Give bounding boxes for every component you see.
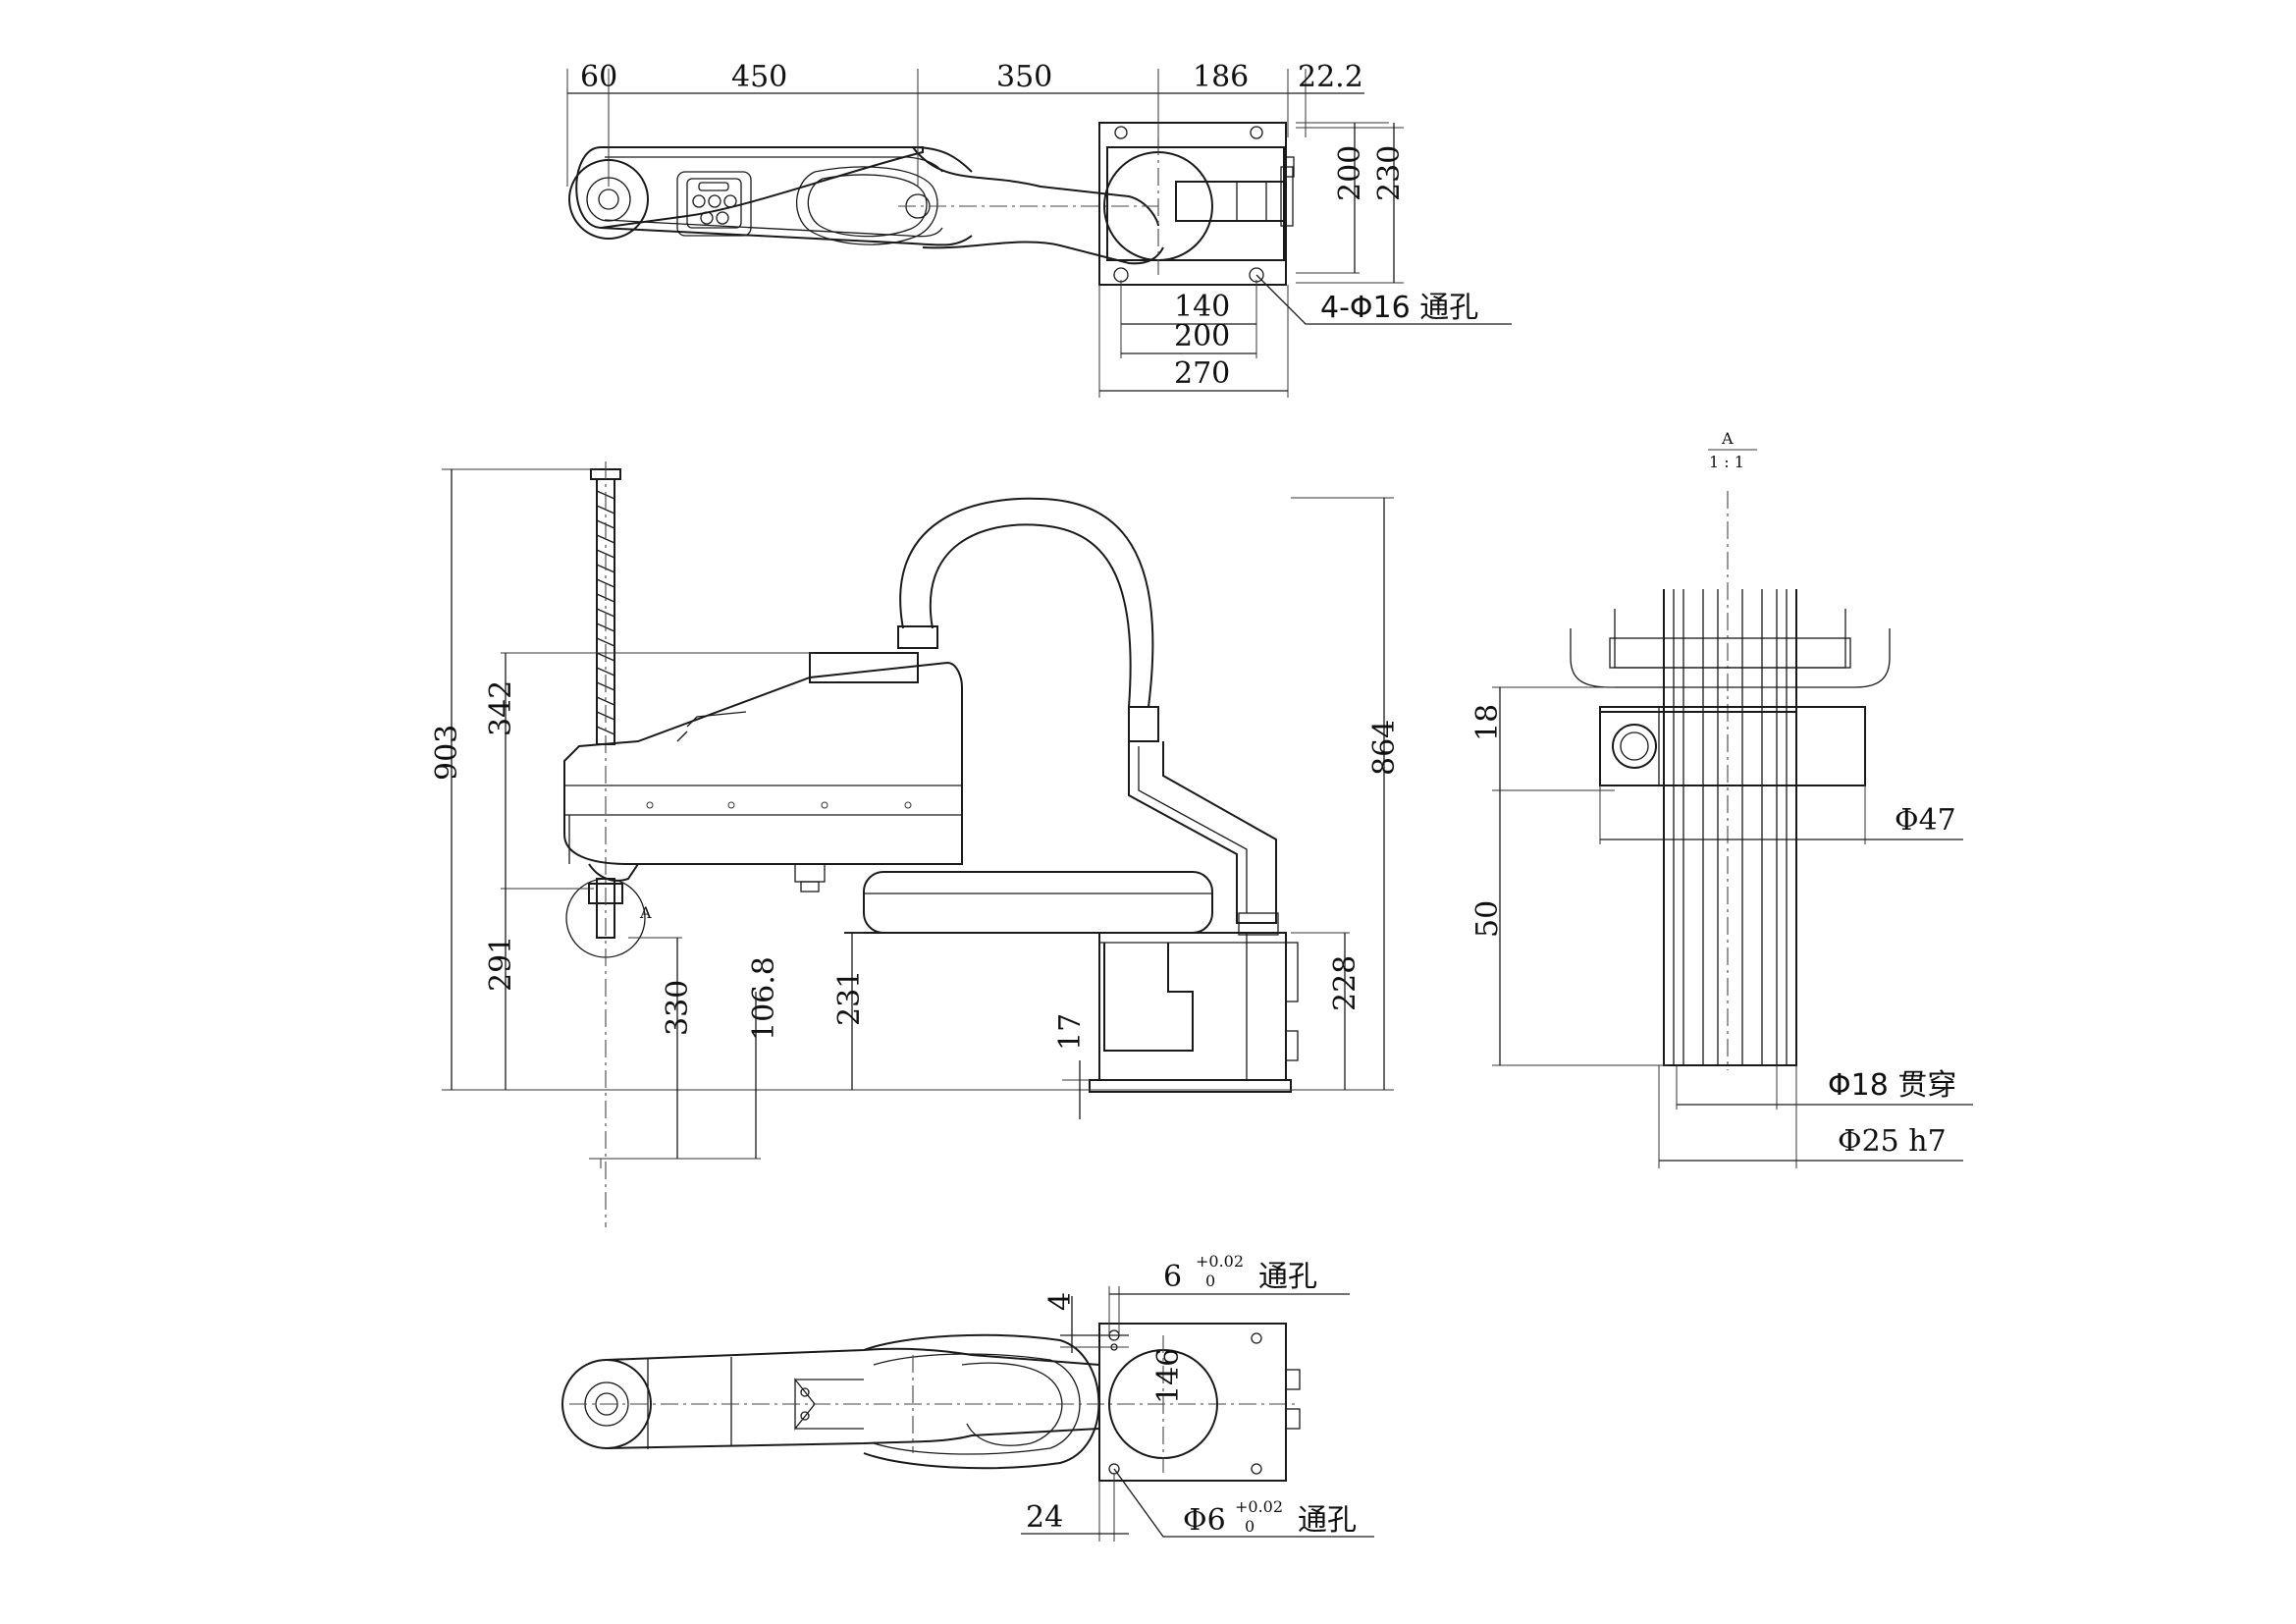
- dim-140: 140: [1174, 290, 1230, 324]
- bottom-arm-outline: [561, 1333, 1296, 1470]
- top-view-dims: [566, 69, 1512, 398]
- dim-228: 228: [1328, 955, 1362, 1011]
- dim-186: 186: [1193, 60, 1249, 94]
- dim-17: 17: [1053, 1013, 1088, 1051]
- side-view: 903 342 291 330 106.8 231 17 228 864 A: [430, 461, 1402, 1227]
- bottom-base: [1098, 1323, 1301, 1482]
- lower-arm: [844, 871, 1256, 934]
- dim-230-right: 230: [1372, 145, 1407, 201]
- dim-22-2: 22.2: [1298, 60, 1363, 94]
- bottom-view: 6 +0.02 0 通孔 4 146 24 Φ6 +0.02 0 通孔: [561, 1252, 1374, 1542]
- dim-60: 60: [580, 60, 617, 94]
- detail-marker-a: A: [639, 903, 652, 922]
- dia-47: Φ47: [1895, 803, 1956, 838]
- top-view-arm-outline: [568, 146, 1164, 265]
- hole-note-top: 4-Φ16 通孔: [1320, 291, 1478, 325]
- detail-geometry: [1570, 589, 1891, 1066]
- dim-4: 4: [1043, 1292, 1078, 1311]
- top-view: 60 450 350 186 22.2 200 230 140 200 270 …: [566, 60, 1512, 398]
- bottom-dims: [1021, 1286, 1374, 1542]
- dim-903: 903: [430, 725, 464, 781]
- dim-106-8: 106.8: [747, 956, 781, 1041]
- tol-upper: +0.02: [1196, 1252, 1244, 1271]
- detail-label: A: [1721, 429, 1734, 448]
- arm-housing: [563, 652, 963, 893]
- dim-450: 450: [731, 60, 787, 94]
- tol2-upper: +0.02: [1235, 1497, 1283, 1516]
- spline-shaft: [565, 461, 646, 1227]
- dim-342: 342: [484, 680, 518, 736]
- top-view-base: [1098, 122, 1295, 286]
- dim-200-bottom: 200: [1174, 319, 1230, 353]
- dim-330: 330: [661, 980, 695, 1036]
- dim-24: 24: [1026, 1500, 1063, 1535]
- dim-291: 291: [484, 936, 518, 992]
- dim-231: 231: [832, 970, 867, 1026]
- dim-350: 350: [996, 60, 1052, 94]
- dim-50: 50: [1470, 900, 1505, 938]
- dia-18: Φ18 贯穿: [1828, 1068, 1956, 1103]
- dim-18: 18: [1470, 704, 1505, 741]
- detail-dims: [1492, 686, 1973, 1168]
- hole-suffix-top: 通孔: [1258, 1260, 1317, 1294]
- dim-hole-6: 6: [1163, 1260, 1182, 1294]
- tol-lower: 0: [1205, 1272, 1215, 1290]
- dia-25: Φ25 h7: [1838, 1124, 1947, 1159]
- cable-duct: [897, 497, 1279, 936]
- dim-146: 146: [1151, 1348, 1186, 1404]
- dim-200-right: 200: [1333, 145, 1367, 201]
- dim-hole2-6: Φ6: [1183, 1503, 1226, 1538]
- base-body: [1089, 932, 1299, 1093]
- hole-suffix-bottom: 通孔: [1298, 1503, 1357, 1538]
- detail-view-a: A 1 : 1: [1470, 429, 1973, 1168]
- side-view-dims: [442, 468, 1394, 1168]
- tol2-lower: 0: [1245, 1517, 1255, 1536]
- dim-270: 270: [1174, 356, 1230, 391]
- dim-864: 864: [1367, 720, 1402, 776]
- detail-scale: 1 : 1: [1709, 453, 1744, 471]
